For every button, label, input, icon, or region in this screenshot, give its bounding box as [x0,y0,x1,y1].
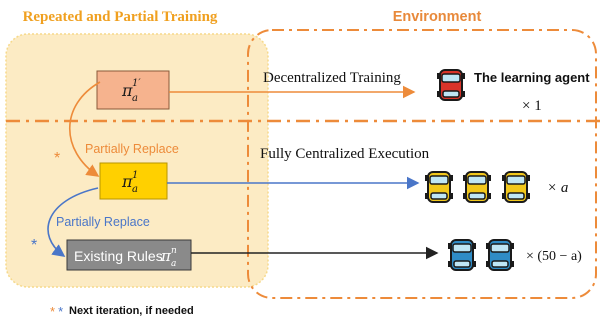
svg-text:1: 1 [132,170,138,181]
footer-stars: ** [50,304,63,319]
blue-star: * [31,237,37,254]
environment-panel [247,29,597,299]
svg-text:a: a [132,93,138,104]
policy-box-1: π a 1 [99,162,168,200]
blue-car-icon [447,239,477,271]
partially-replace-arrow-1 [68,81,101,177]
partially-replace-arrow-2 [47,187,99,257]
partially-replace-label-1: Partially Replace [85,142,179,156]
svg-text:π: π [160,247,172,265]
centralized-execution-label: Fully Centralized Execution [260,146,430,162]
svg-text:Existing Rules: Existing Rules [74,248,163,264]
learning-agent-label: The learning agent [474,70,590,85]
partially-replace-label-2: Partially Replace [56,215,150,229]
svg-text:a: a [171,259,176,269]
orange-star: * [54,150,60,167]
existing-rules-box: Existing Rules π a n [66,239,192,271]
policy-box-1-prime: π a 1′ [96,70,170,110]
learning-agent-count: × 1 [522,98,542,114]
yellow-car-icon [424,171,454,203]
svg-text:1′: 1′ [132,78,141,89]
left-panel-title: Repeated and Partial Training [23,9,218,25]
left-panel-background [5,33,269,288]
svg-text:n: n [171,246,177,256]
blue-car-count: × (50 − a) [526,249,582,264]
blue-car-icon [485,239,515,271]
yellow-car-icon [462,171,492,203]
yellow-car-count: × a [547,180,568,196]
red-car-icon [436,69,466,101]
decentralized-training-label: Decentralized Training [263,70,401,86]
footer-note: Next iteration, if needed [69,305,194,317]
svg-text:π: π [121,172,133,191]
svg-text:π: π [121,81,133,100]
svg-text:a: a [132,184,138,195]
environment-title: Environment [393,9,482,25]
yellow-car-icon [501,171,531,203]
